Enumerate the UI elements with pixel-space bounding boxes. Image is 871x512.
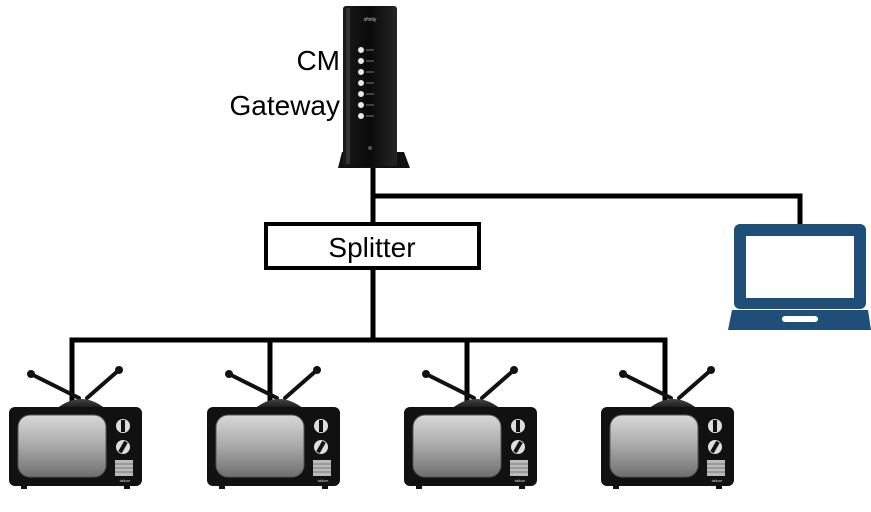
splitter-label: Splitter <box>328 232 415 263</box>
tv-brand: talkon <box>515 478 526 483</box>
tv-icon <box>7 364 144 491</box>
tv-2: talkon <box>205 364 342 491</box>
tv-brand: talkon <box>318 478 329 483</box>
splitter-box: Splitter <box>264 222 481 270</box>
gateway-label-line1: CM <box>296 45 340 76</box>
tv-1: talkon <box>7 364 144 491</box>
gateway-brand: xfinity <box>364 17 377 23</box>
gateway-label-line2: Gateway <box>230 90 341 121</box>
gateway-to-laptop-cable <box>370 193 803 227</box>
tv-3: talkon <box>402 364 539 491</box>
laptop-icon <box>728 224 871 330</box>
tv-icon <box>205 364 342 491</box>
tv-brand: talkon <box>120 478 131 483</box>
cm-gateway-device: xfinity <box>338 6 410 168</box>
tv-4: talkon <box>599 364 736 491</box>
tv-brand: talkon <box>712 478 723 483</box>
cable-lines <box>69 167 803 407</box>
tv-icon <box>402 364 539 491</box>
router-icon <box>343 6 397 166</box>
gateway-status-lights <box>358 47 364 119</box>
